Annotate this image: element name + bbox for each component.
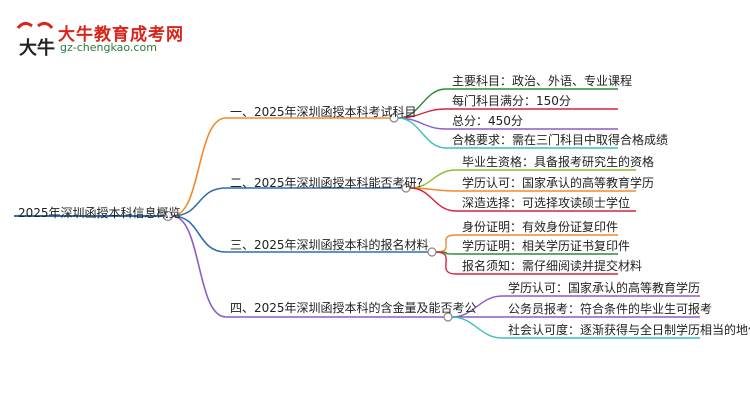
leaf-node-label[interactable]: 深造选择：可选择攻读硕士学位	[462, 196, 631, 210]
logo-url: gz-chengkao.com	[60, 41, 157, 54]
leaf-node-label[interactable]: 合格要求：需在三门科目中取得合格成绩	[452, 133, 669, 147]
branch-to-leaf-connector	[397, 117, 447, 149]
branch-collapse-node	[427, 247, 437, 257]
root-to-branch-connector	[171, 215, 227, 253]
branch-node-label[interactable]: 一、2025年深圳函授本科考试科目	[230, 105, 417, 119]
logo-title: 大牛教育成考网	[58, 25, 184, 45]
leaf-node-label[interactable]: 身份证明：有效身份证复印件	[462, 220, 619, 234]
leaf-node-label[interactable]: 报名须知：需仔细阅读并提交材料	[462, 259, 643, 273]
leaf-node-label[interactable]: 公务员报考：符合条件的毕业生可报考	[508, 302, 713, 316]
branch-collapse-node	[389, 113, 399, 123]
root-node-label[interactable]: 2025年深圳函授本科信息概览	[18, 206, 181, 220]
leaf-node-label[interactable]: 每门科目满分：150分	[452, 94, 571, 108]
root-collapse-node	[162, 210, 174, 222]
leaf-node-label[interactable]: 主要科目：政治、外语、专业课程	[452, 74, 633, 88]
ox-logo-icon: 大牛	[16, 21, 55, 59]
leaf-node-label[interactable]: 学历证明：相关学历证书复印件	[462, 239, 631, 253]
root-to-branch-connector	[171, 187, 227, 217]
branch-to-leaf-connector	[451, 316, 503, 339]
branch-node-label[interactable]: 二、2025年深圳函授本科能否考研?	[230, 176, 423, 190]
root-to-branch-connector	[171, 215, 227, 318]
branch-collapse-node	[443, 312, 453, 322]
branch-to-leaf-connector	[435, 234, 457, 253]
branch-to-leaf-connector	[435, 251, 457, 275]
leaf-node-label[interactable]: 学历认可：国家承认的高等教育学历	[508, 281, 701, 295]
leaf-node-label[interactable]: 学历认可：国家承认的高等教育学历	[462, 176, 655, 190]
leaf-node-label[interactable]: 毕业生资格：具备报考研究生的资格	[462, 155, 655, 169]
logo-mark-text: 大牛	[19, 37, 55, 59]
branch-node-label[interactable]: 三、2025年深圳函授本科的报名材料	[230, 238, 429, 252]
leaf-node-label[interactable]: 社会认可度：逐渐获得与全日制学历相当的地位	[508, 323, 750, 337]
branch-to-leaf-connector	[409, 187, 457, 212]
site-logo[interactable]: 大牛 大牛教育成考网 gz-chengkao.com	[14, 18, 214, 62]
branch-node-label[interactable]: 四、2025年深圳函授本科的含金量及能否考公	[230, 301, 477, 315]
root-to-branch-connector	[171, 117, 227, 217]
branch-collapse-node	[401, 183, 411, 193]
leaf-node-label[interactable]: 总分：450分	[452, 114, 523, 128]
